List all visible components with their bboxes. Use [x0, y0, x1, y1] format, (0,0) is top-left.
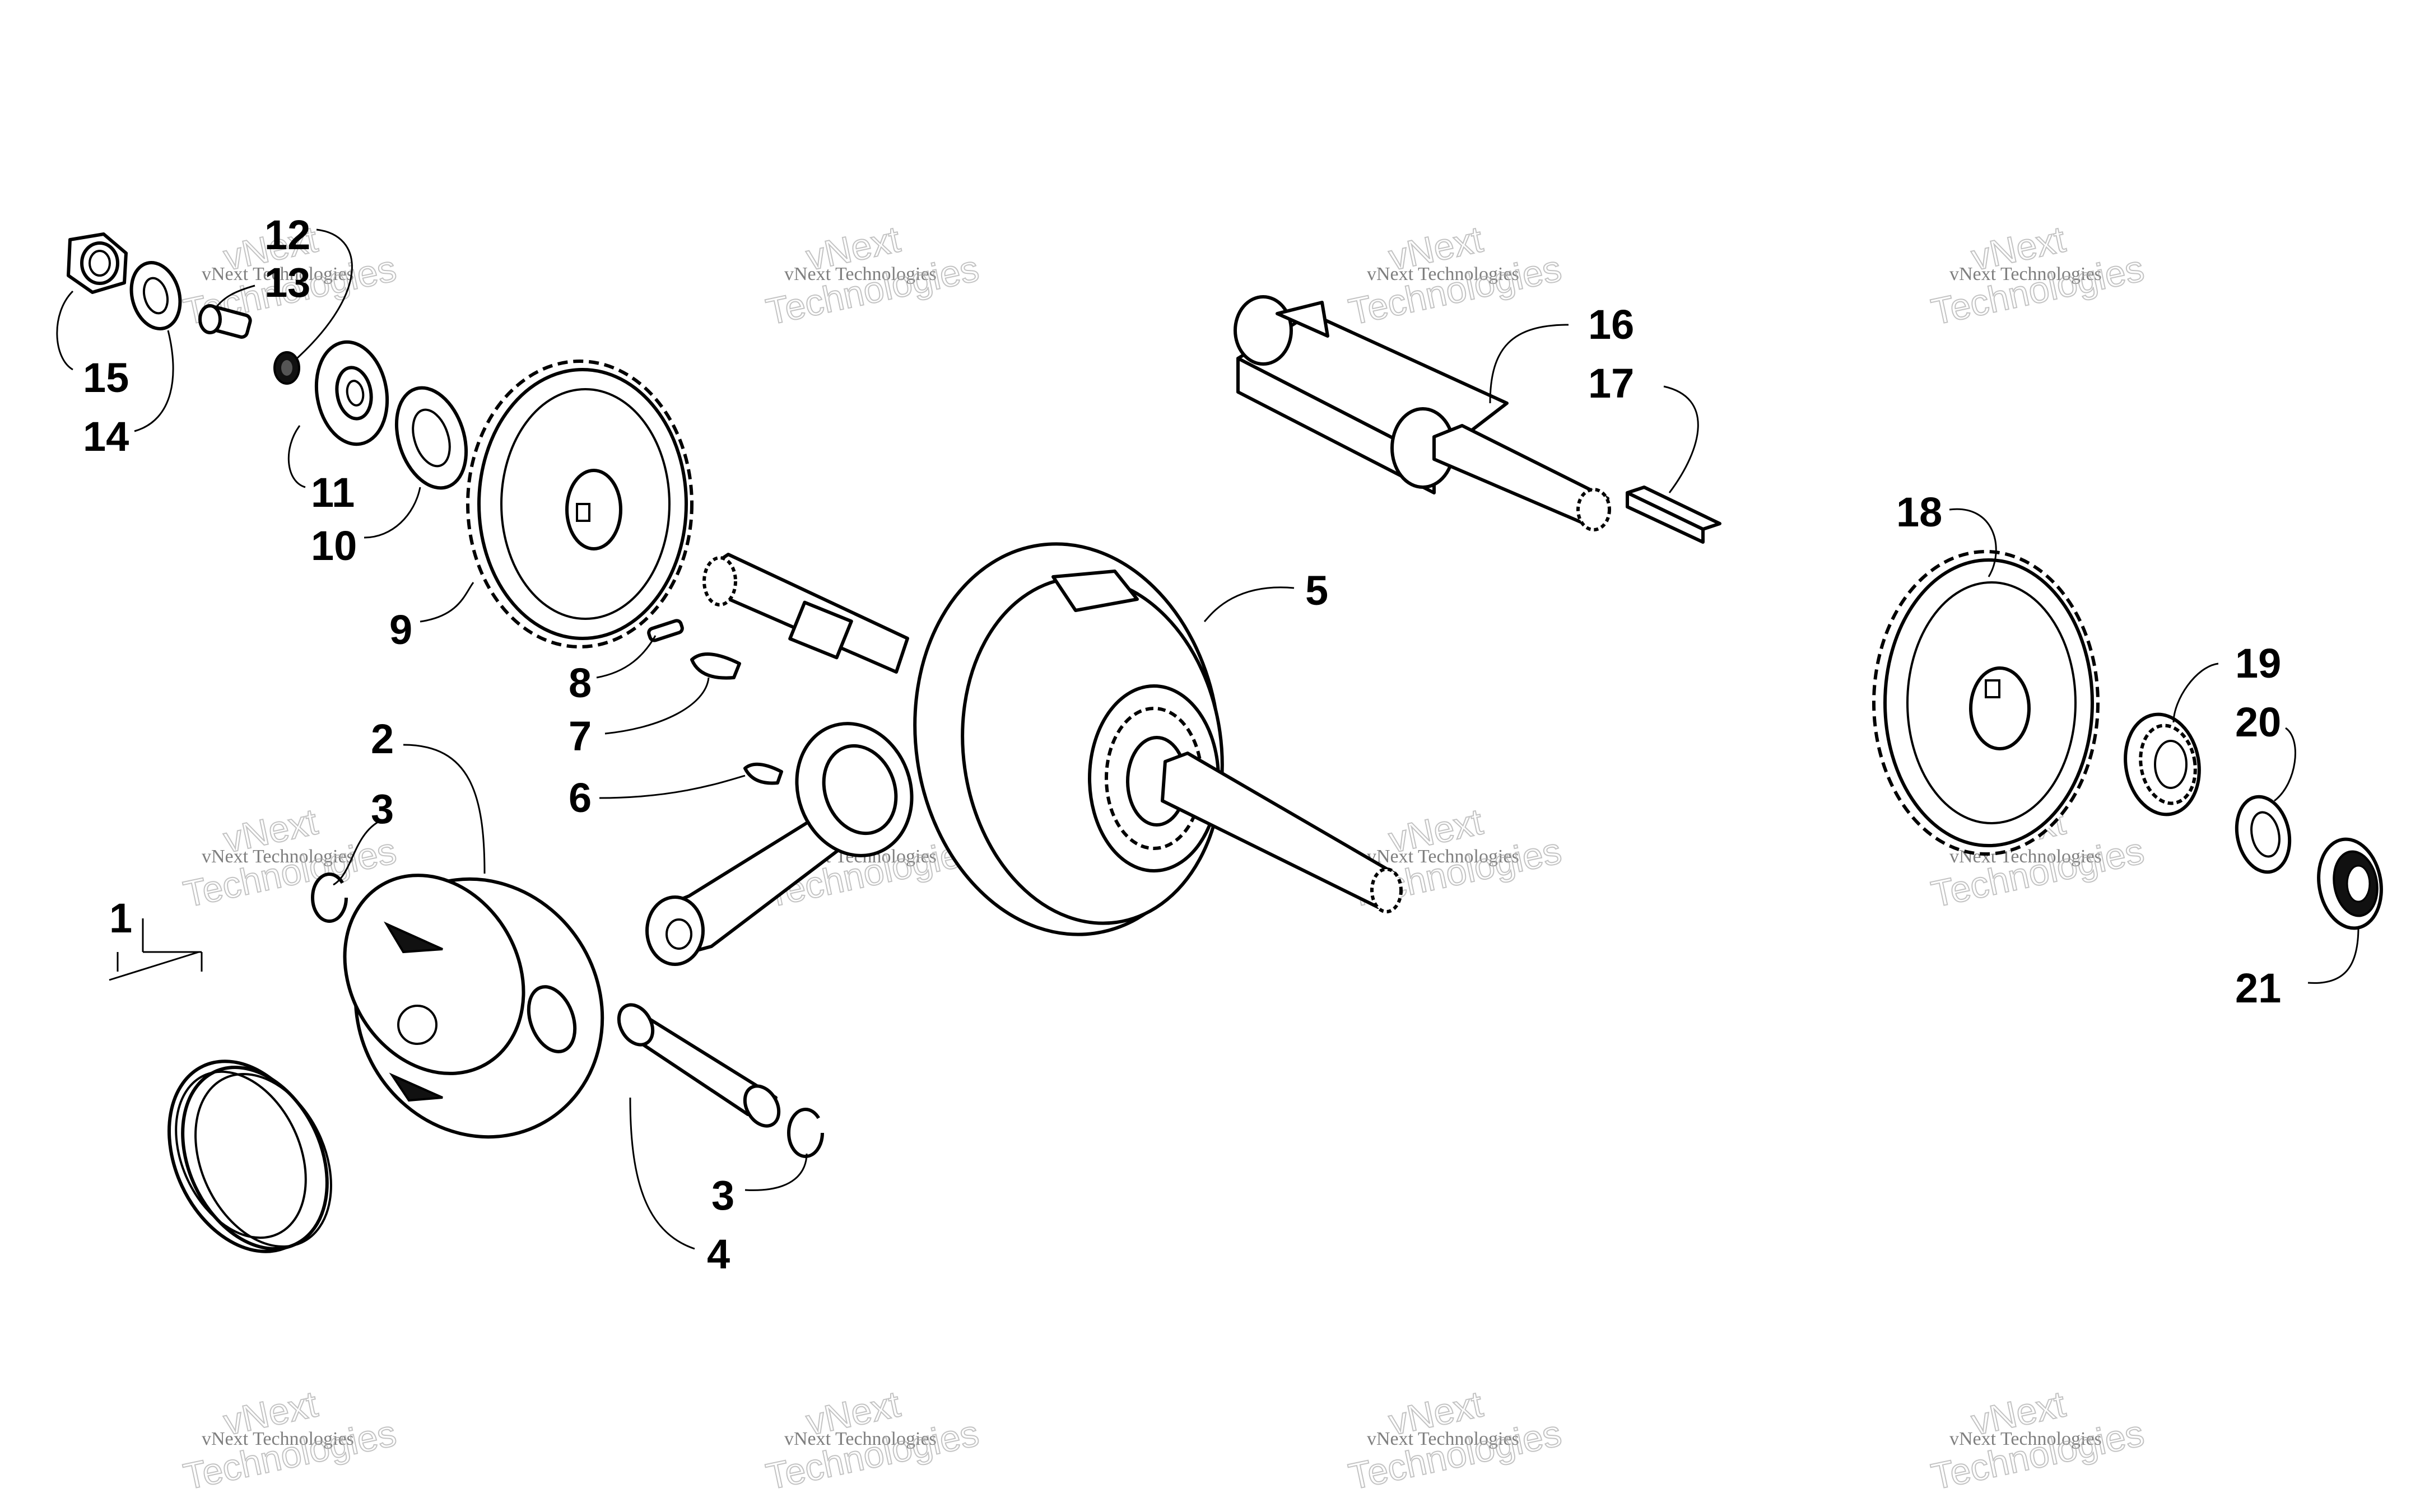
watermark-text: vNext Technologies	[1949, 1429, 2102, 1449]
watermark-text: vNext Technologies	[1367, 846, 1519, 867]
callout-15: 15	[83, 354, 129, 401]
leader-5	[1203, 586, 1295, 623]
watermark: vNext vNext Technologies Technologies	[762, 1382, 983, 1497]
watermark: vNext vNext Technologies Technologies	[179, 1382, 400, 1497]
leader-3b	[744, 1153, 808, 1191]
callout-17: 17	[1588, 360, 1634, 407]
leader-16	[1489, 324, 1569, 404]
part-4-piston-pin	[617, 1003, 781, 1128]
watermark-text: vNext Technologies	[784, 1429, 937, 1449]
part-17-key	[1626, 486, 1721, 544]
watermark: vNext vNext Technologies Technologies	[1927, 1382, 2148, 1497]
watermark: vNext vNext Technologies Technologies	[179, 800, 400, 915]
watermark-text: vNext Technologies	[202, 264, 354, 284]
part-10-thrust-washer	[394, 386, 468, 490]
callout-14: 14	[83, 413, 129, 460]
watermark: vNext vNext Technologies Technologies	[762, 217, 983, 333]
part-12-needle-bearing	[273, 351, 300, 385]
part-7-woodruff-key	[690, 652, 741, 680]
leader-7	[604, 677, 710, 735]
part-19-bearing	[2124, 712, 2201, 816]
part-16-balancer-shaft	[1234, 295, 1611, 531]
leader-18	[1949, 508, 1997, 577]
part-6-key	[743, 762, 783, 785]
callout-6: 6	[569, 774, 592, 821]
part-9-gear	[466, 360, 694, 648]
watermark-text: vNext Technologies	[1367, 264, 1519, 284]
callout-labels: 1 2 3 3 4 5 6 7 8 9 10 11 12 13 14 15 16…	[83, 212, 2281, 1277]
callout-3-lower: 3	[711, 1172, 734, 1219]
watermark-text: vNext Technologies	[1367, 1429, 1519, 1449]
watermark-text: vNext Technologies	[202, 846, 354, 867]
leader-19	[2172, 662, 2219, 723]
leader-2	[403, 744, 486, 874]
callout-2: 2	[371, 716, 394, 762]
part-15-flange-nut	[67, 232, 128, 294]
leader-1	[109, 918, 203, 981]
watermark-text: vNext Technologies	[202, 1429, 354, 1449]
callout-9: 9	[389, 606, 412, 653]
callout-11: 11	[311, 469, 355, 516]
callout-3-upper: 3	[371, 786, 394, 832]
callout-1: 1	[109, 895, 132, 941]
leader-15	[56, 290, 74, 371]
leader-9	[420, 582, 474, 623]
leader-13	[215, 284, 255, 309]
callout-10: 10	[311, 522, 357, 569]
part-21-lock-nut	[2317, 837, 2383, 930]
leader-10	[364, 487, 421, 539]
part-14-washer	[129, 261, 182, 330]
part-5-crankshaft	[645, 542, 1403, 966]
leader-4	[629, 1097, 695, 1250]
watermark: vNext vNext Technologies Technologies	[1344, 217, 1565, 333]
leader-14	[134, 330, 174, 432]
part-1-piston-rings	[167, 1060, 332, 1253]
callout-4: 4	[707, 1231, 730, 1277]
leader-6	[599, 774, 746, 799]
callout-13: 13	[264, 259, 310, 306]
part-3-circlip-lower	[787, 1108, 824, 1158]
leader-lines	[56, 228, 2360, 1250]
callout-7: 7	[569, 713, 592, 759]
part-3-circlip-upper	[311, 872, 348, 923]
leader-20	[2274, 727, 2296, 802]
callout-8: 8	[569, 660, 592, 706]
part-13-pin	[198, 304, 252, 339]
callout-21: 21	[2235, 965, 2281, 1011]
part-20-washer	[2235, 795, 2292, 874]
leader-11	[287, 425, 306, 488]
leader-8	[596, 635, 657, 679]
leader-12	[296, 228, 353, 360]
leader-3a	[333, 819, 381, 886]
leader-21	[2307, 926, 2360, 984]
callout-12: 12	[264, 212, 310, 258]
watermark: vNext vNext Technologies Technologies	[1344, 1382, 1565, 1497]
callout-18: 18	[1896, 489, 1942, 535]
watermark-text: vNext Technologies	[784, 264, 937, 284]
watermark-text: vNext Technologies	[1949, 264, 2102, 284]
part-18-gear	[1872, 550, 2100, 856]
leader-17	[1663, 385, 1699, 493]
watermark: vNext vNext Technologies Technologies	[1927, 217, 2148, 333]
part-2-piston	[343, 874, 604, 1139]
callout-19: 19	[2235, 640, 2281, 687]
callout-20: 20	[2235, 699, 2281, 745]
part-8-key	[647, 619, 684, 642]
callout-5: 5	[1305, 567, 1328, 614]
callout-16: 16	[1588, 301, 1634, 348]
part-11-bushing	[314, 340, 389, 446]
